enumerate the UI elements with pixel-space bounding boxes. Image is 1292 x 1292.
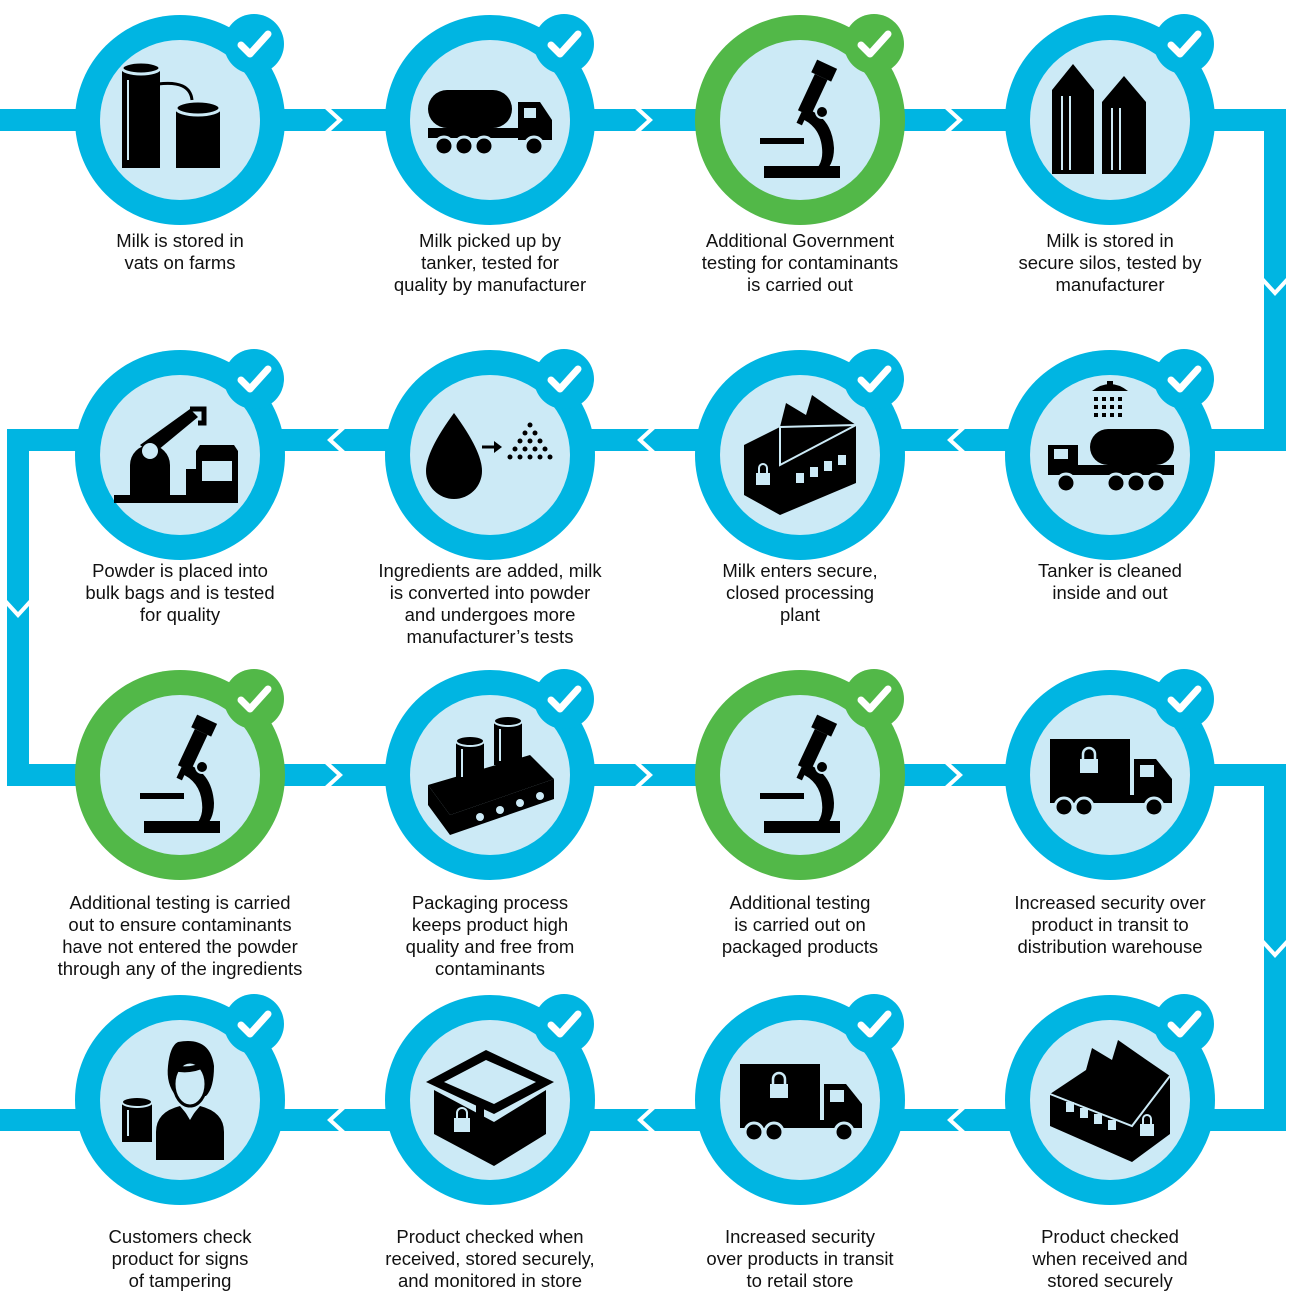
check-badge	[844, 14, 904, 74]
check-badge	[534, 669, 594, 729]
process-step	[695, 994, 905, 1205]
process-step	[1005, 669, 1215, 880]
check-badge	[224, 14, 284, 74]
arrow-right-icon	[635, 106, 653, 134]
checkmark-icon	[547, 365, 582, 393]
process-step	[1005, 14, 1215, 225]
process-step	[1005, 994, 1215, 1205]
checkmark-icon	[237, 365, 272, 393]
check-badge	[224, 669, 284, 729]
checkmark-icon	[547, 30, 582, 58]
check-badge	[534, 994, 594, 1054]
arrow-left-icon	[637, 1106, 655, 1134]
checkmark-icon	[237, 685, 272, 713]
step-caption: Product checked when received and stored…	[1032, 1226, 1188, 1291]
arrow-down-icon	[4, 600, 32, 618]
step-caption: Product checked when received, stored se…	[385, 1226, 595, 1291]
process-step	[385, 14, 595, 225]
step-caption: Milk is stored in secure silos, tested b…	[1018, 230, 1202, 295]
step-caption: Additional testing is carried out on pac…	[721, 892, 879, 957]
checkmark-icon	[857, 1010, 892, 1038]
step-caption: Ingredients are added, milk is converted…	[378, 560, 602, 647]
arrow-left-icon	[327, 1106, 345, 1134]
step-caption: Increased security over product in trans…	[1014, 892, 1206, 957]
process-step	[385, 994, 595, 1205]
checkmark-icon	[1167, 685, 1202, 713]
process-step	[385, 669, 595, 880]
arrow-right-icon	[325, 761, 343, 789]
check-badge	[844, 994, 904, 1054]
step-caption: Tanker is cleaned inside and out	[1038, 560, 1182, 603]
checkmark-icon	[1167, 30, 1202, 58]
checkmark-icon	[547, 685, 582, 713]
process-step	[695, 349, 905, 560]
checkmark-icon	[237, 30, 272, 58]
step-caption: Increased security over products in tran…	[706, 1226, 894, 1291]
process-step	[385, 349, 595, 560]
arrow-right-icon	[945, 761, 963, 789]
step-caption: Customers check product for signs of tam…	[108, 1226, 252, 1291]
arrow-left-icon	[947, 426, 965, 454]
checkmark-icon	[857, 365, 892, 393]
checkmark-icon	[857, 685, 892, 713]
arrow-left-icon	[327, 426, 345, 454]
arrow-right-icon	[325, 106, 343, 134]
process-step	[75, 669, 285, 880]
process-step	[695, 14, 905, 225]
check-badge	[224, 349, 284, 409]
arrow-left-icon	[637, 426, 655, 454]
process-path	[0, 109, 1286, 1131]
check-badge	[844, 669, 904, 729]
checkmark-icon	[1167, 1010, 1202, 1038]
step-caption: Milk is stored in vats on farms	[116, 230, 244, 273]
check-badge	[1154, 669, 1214, 729]
arrow-right-icon	[635, 761, 653, 789]
step-caption: Packaging process keeps product high qua…	[405, 892, 575, 979]
checkmark-icon	[857, 30, 892, 58]
arrow-down-icon	[1261, 940, 1289, 958]
arrow-right-icon	[945, 106, 963, 134]
step-caption: Additional Government testing for contam…	[701, 230, 899, 295]
process-step	[75, 994, 285, 1205]
process-step	[75, 349, 285, 560]
checkmark-icon	[237, 1010, 272, 1038]
process-step	[695, 669, 905, 880]
check-badge	[224, 994, 284, 1054]
check-badge	[1154, 14, 1214, 74]
step-caption: Milk picked up by tanker, tested for qua…	[393, 230, 587, 295]
arrow-down-icon	[1261, 278, 1289, 296]
check-badge	[1154, 349, 1214, 409]
check-badge	[534, 349, 594, 409]
step-caption: Milk enters secure, closed processing pl…	[722, 560, 878, 625]
check-badge	[844, 349, 904, 409]
check-badge	[534, 14, 594, 74]
process-step	[75, 14, 285, 225]
step-caption: Powder is placed into bulk bags and is t…	[85, 560, 275, 625]
checkmark-icon	[547, 1010, 582, 1038]
step-caption: Additional testing is carried out to ens…	[57, 892, 303, 979]
checkmark-icon	[1167, 365, 1202, 393]
check-badge	[1154, 994, 1214, 1054]
process-step	[1005, 349, 1215, 560]
arrow-left-icon	[947, 1106, 965, 1134]
